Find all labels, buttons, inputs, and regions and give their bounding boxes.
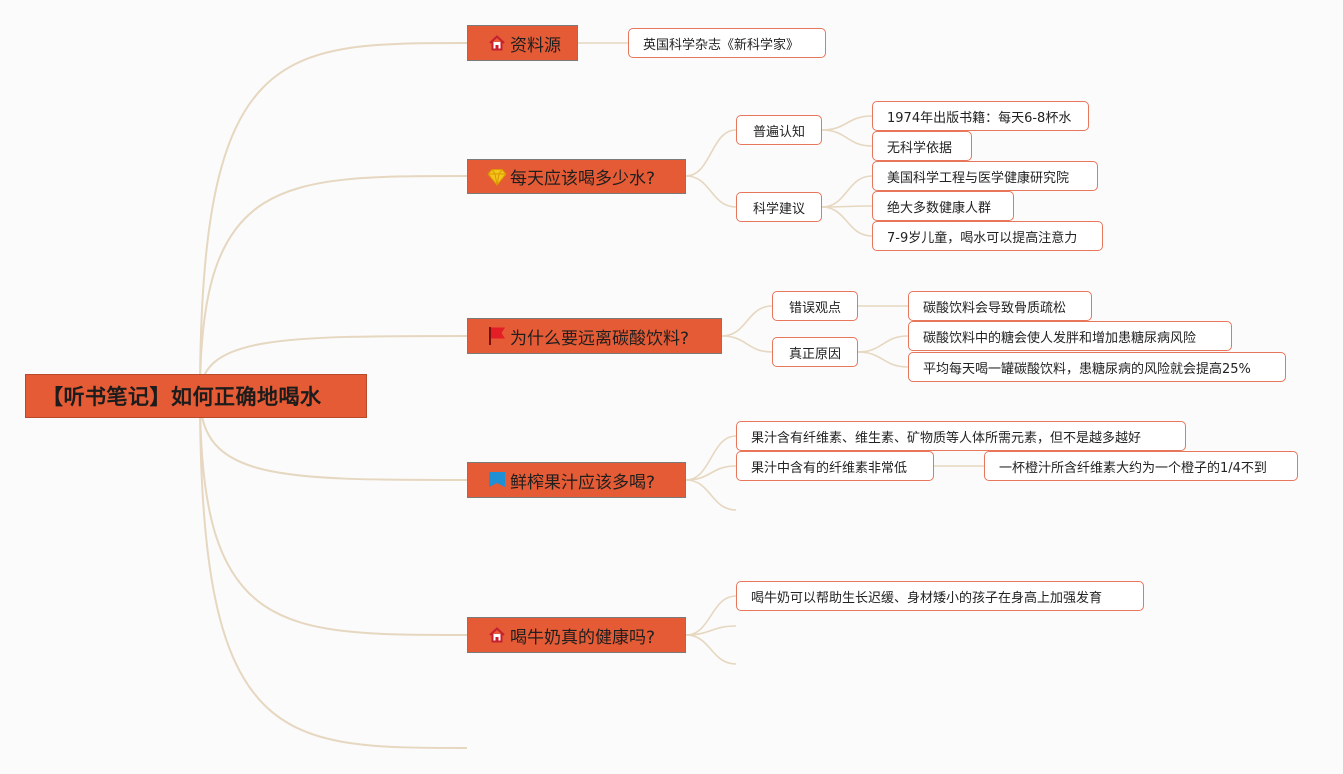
branch-label: 喝牛奶真的健康吗? (510, 627, 656, 648)
sub-node[interactable]: 真正原因 (772, 337, 858, 367)
leaf-text: 7-9岁儿童，喝水可以提高注意力 (887, 230, 1078, 246)
sub-node[interactable]: 喝牛奶可以帮助生长迟缓、身材矮小的孩子在身高上加强发育 (736, 581, 1144, 611)
blue-flag-icon (486, 469, 508, 491)
sub-text: 果汁中含有的纤维素非常低 (751, 460, 908, 476)
connector-line (199, 395, 468, 481)
branch-water-amount[interactable]: 每天应该喝多少水? (467, 159, 686, 194)
branch-label: 资料源 (510, 35, 561, 56)
leaf-node[interactable]: 美国科学工程与医学健康研究院 (872, 161, 1098, 191)
connector-line (199, 175, 468, 397)
diamond-icon (486, 166, 508, 188)
branch-label: 每天应该喝多少水? (510, 169, 656, 189)
connector-line (721, 305, 773, 337)
leaf-node[interactable]: 无科学依据 (872, 131, 972, 161)
house-icon (486, 32, 508, 54)
leaf-text: 一杯橙汁所含纤维素大约为一个橙子的1/4不到 (999, 460, 1267, 476)
root-title: 【听书笔记】如何正确地喝水 (42, 385, 322, 409)
connector-line (685, 595, 737, 636)
connector-line (821, 206, 873, 237)
connector-line (685, 129, 737, 177)
sub-node[interactable]: 普遍认知 (736, 115, 822, 145)
sub-text: 真正原因 (788, 346, 841, 362)
sub-node[interactable]: 错误观点 (772, 291, 858, 321)
branch-source[interactable]: 资料源 (467, 25, 578, 61)
connector-line (685, 465, 737, 481)
leaf-text: 绝大多数健康人群 (887, 200, 992, 216)
connector-line (199, 395, 468, 749)
connector-line (199, 395, 468, 636)
leaf-node[interactable]: 绝大多数健康人群 (872, 191, 1014, 221)
connector-line (685, 479, 737, 511)
sub-text: 果汁含有纤维素、维生素、矿物质等人体所需元素，但不是越多越好 (751, 430, 1142, 446)
connector-line (857, 351, 909, 368)
sub-text: 喝牛奶可以帮助生长迟缓、身材矮小的孩子在身高上加强发育 (751, 590, 1103, 606)
leaf-node[interactable]: 7-9岁儿童，喝水可以提高注意力 (872, 221, 1103, 251)
sub-node[interactable]: 果汁中含有的纤维素非常低 (736, 451, 934, 481)
branch-juice[interactable]: 鲜榨果汁应该多喝? (467, 462, 686, 498)
sub-node[interactable]: 果汁含有纤维素、维生素、矿物质等人体所需元素，但不是越多越好 (736, 421, 1186, 451)
connector-line (199, 42, 468, 397)
connector-line (821, 175, 873, 208)
connector-line (685, 175, 737, 208)
connector-line (821, 115, 873, 131)
red-flag-icon (486, 325, 508, 347)
sub-text: 科学建议 (752, 201, 805, 217)
connector-line (821, 129, 873, 147)
leaf-text: 平均每天喝一罐碳酸饮料，患糖尿病的风险就会提高25% (923, 361, 1251, 377)
leaf-text: 英国科学杂志《新科学家》 (643, 37, 800, 53)
branch-label: 为什么要远离碳酸饮料? (510, 328, 690, 349)
branch-label: 鲜榨果汁应该多喝? (510, 472, 656, 493)
leaf-node[interactable]: 1974年出版书籍：每天6-8杯水 (872, 101, 1089, 131)
leaf-text: 无科学依据 (887, 140, 953, 156)
leaf-node[interactable]: 碳酸饮料会导致骨质疏松 (908, 291, 1092, 321)
leaf-node[interactable]: 平均每天喝一罐碳酸饮料，患糖尿病的风险就会提高25% (908, 352, 1286, 382)
sub-node[interactable]: 科学建议 (736, 192, 822, 222)
root-node[interactable]: 【听书笔记】如何正确地喝水 (25, 374, 367, 418)
branch-soda[interactable]: 为什么要远离碳酸饮料? (467, 318, 722, 354)
leaf-node[interactable]: 碳酸饮料中的糖会使人发胖和增加患糖尿病风险 (908, 321, 1232, 351)
leaf-text: 1974年出版书籍：每天6-8杯水 (887, 110, 1072, 126)
connector-line (685, 435, 737, 481)
connector-line (685, 634, 737, 665)
connector-line (857, 335, 909, 353)
sub-text: 错误观点 (788, 300, 841, 316)
leaf-text: 碳酸饮料中的糖会使人发胖和增加患糖尿病风险 (923, 330, 1197, 346)
connector-line (721, 335, 773, 353)
leaf-text: 碳酸饮料会导致骨质疏松 (923, 300, 1067, 316)
sub-text: 普遍认知 (752, 124, 805, 140)
leaf-node[interactable]: 英国科学杂志《新科学家》 (628, 28, 826, 58)
leaf-node[interactable]: 一杯橙汁所含纤维素大约为一个橙子的1/4不到 (984, 451, 1298, 481)
branch-milk[interactable]: 喝牛奶真的健康吗? (467, 617, 686, 653)
leaf-text: 美国科学工程与医学健康研究院 (887, 170, 1070, 186)
house-icon (486, 624, 508, 646)
